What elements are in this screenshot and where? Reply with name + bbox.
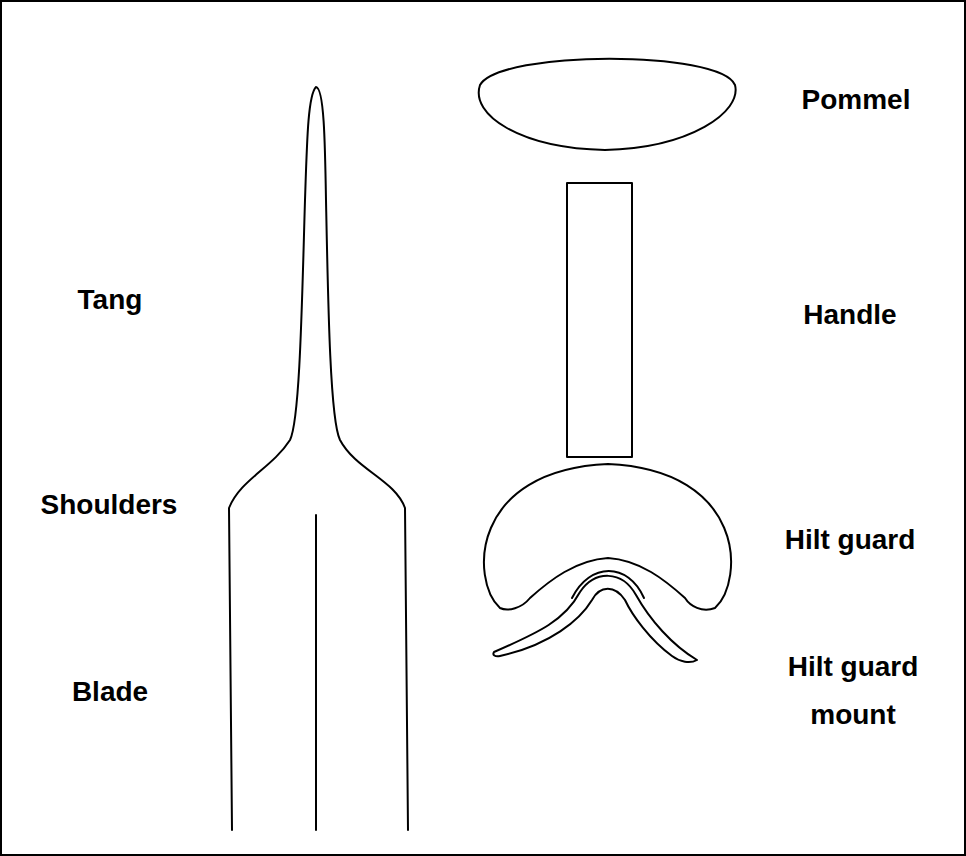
handle-shape [567,183,632,457]
part-label: Pommel [802,83,911,117]
blade-outline [229,87,408,830]
part-label: Tang [78,283,143,317]
part-label: Hilt guard [785,523,916,557]
part-label: Shoulders [41,488,178,522]
blade-midline [315,515,317,830]
part-label: Blade [72,675,148,709]
pommel-shape [479,59,736,150]
hilt-guard-mount-inner-line [572,571,644,598]
hilt-guard-mount-shape [493,576,697,662]
part-label: Handle [803,298,896,332]
part-label: Hilt guard mount [761,643,946,739]
